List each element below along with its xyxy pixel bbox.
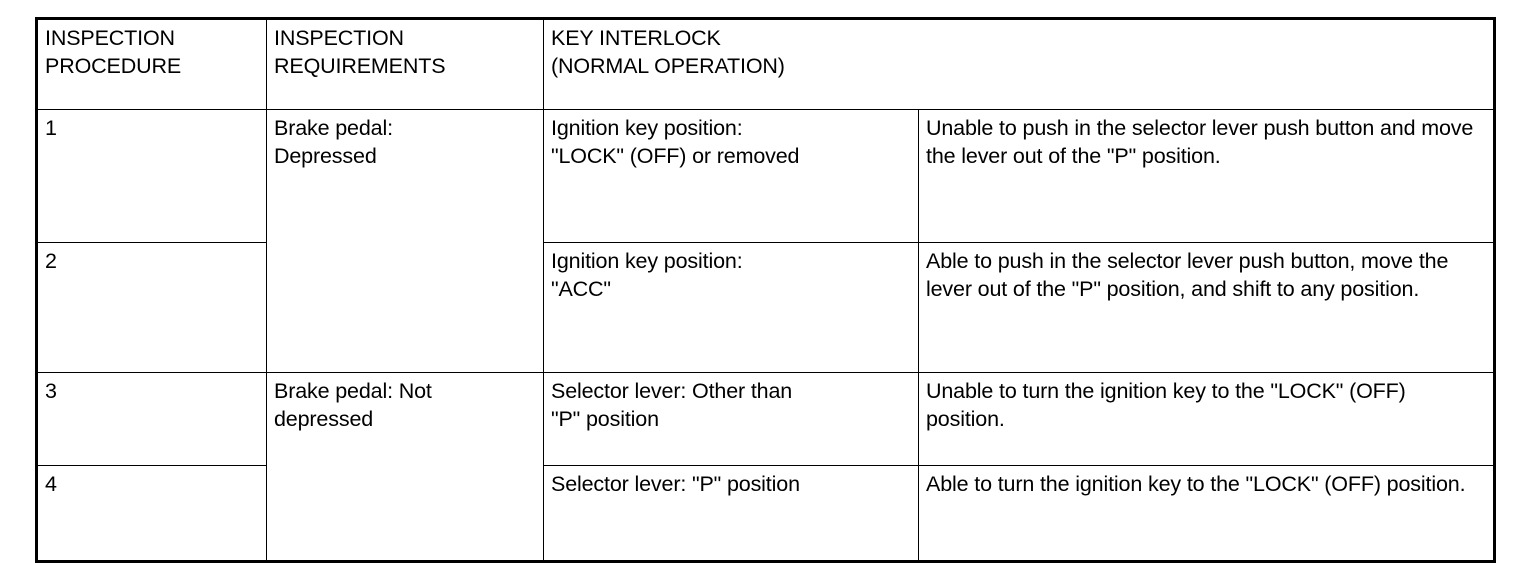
column-header-inspection-requirements: INSPECTION REQUIREMENTS — [266, 18, 544, 110]
cell-requirements-brake-not-depressed: Brake pedal: Not depressed — [266, 372, 544, 562]
table-header-row: INSPECTION PROCEDURE INSPECTION REQUIREM… — [36, 18, 1495, 110]
table-row: 4 Selector lever: "P" position Able to t… — [36, 465, 1495, 562]
cell-result-3: Unable to turn the ignition key to the "… — [918, 372, 1495, 466]
cell-condition-3: Selector lever: Other than "P" position — [543, 372, 919, 466]
cell-result-4: Able to turn the ignition key to the "LO… — [918, 465, 1495, 562]
key-interlock-inspection-table: INSPECTION PROCEDURE INSPECTION REQUIREM… — [35, 17, 1496, 563]
cell-condition-4: Selector lever: "P" position — [543, 465, 919, 562]
cell-procedure-1: 1 — [36, 109, 267, 243]
cell-procedure-2: 2 — [36, 242, 267, 373]
cell-procedure-3: 3 — [36, 372, 267, 466]
document-page: INSPECTION PROCEDURE INSPECTION REQUIREM… — [35, 17, 1496, 563]
table-row: 1 Brake pedal: Depressed Ignition key po… — [36, 109, 1495, 373]
table-row: 2 Ignition key position: "ACC" Able to p… — [36, 242, 1495, 373]
cell-procedure-4: 4 — [36, 465, 267, 562]
column-header-key-interlock: KEY INTERLOCK (NORMAL OPERATION) — [543, 18, 1495, 110]
cell-condition-2: Ignition key position: "ACC" — [543, 242, 919, 373]
cell-requirements-brake-depressed: Brake pedal: Depressed — [266, 109, 544, 373]
cell-result-1: Unable to push in the selector lever pus… — [918, 109, 1495, 243]
table-row: 3 Brake pedal: Not depressed Selector le… — [36, 372, 1495, 562]
cell-condition-1: Ignition key position: "LOCK" (OFF) or r… — [543, 109, 919, 243]
column-header-inspection-procedure: INSPECTION PROCEDURE — [36, 18, 267, 110]
cell-result-2: Able to push in the selector lever push … — [918, 242, 1495, 373]
